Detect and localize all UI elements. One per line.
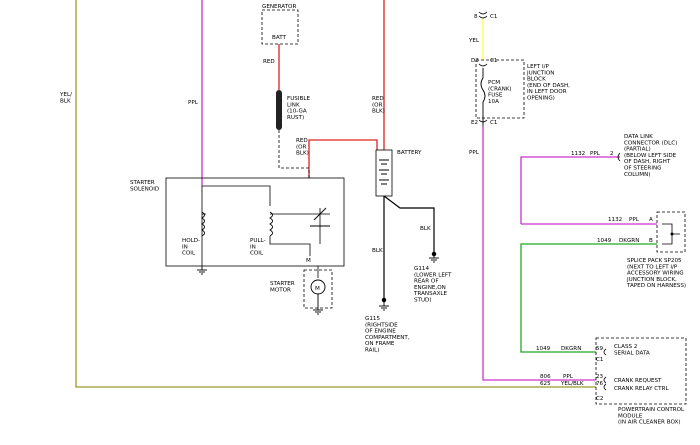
- c1-top-connector-icon: [478, 11, 488, 19]
- c2-pcm-label: C2: [596, 396, 603, 402]
- battery-cells-icon: [379, 159, 389, 185]
- c1-e2-label: C1: [490, 120, 498, 126]
- g115-ground-icon: [379, 297, 389, 311]
- pcm-pin-59: 59: [596, 346, 604, 352]
- pcm-color-23: PPL: [563, 374, 574, 380]
- pcm-connector-icon: [603, 348, 607, 391]
- pcm-circuit-59: 1049: [536, 346, 551, 352]
- dlc-pin: 2: [610, 151, 614, 157]
- yel-blk-left-label: YEL/BLK: [59, 92, 72, 104]
- e2-label: E2: [471, 120, 478, 126]
- pcm-pin-23: 23: [596, 374, 604, 380]
- m-terminal-label: M: [306, 258, 311, 264]
- splice-pin-a: A: [649, 217, 653, 223]
- batt-label: BATT: [272, 35, 287, 41]
- crank-request-label: CRANK REQUEST: [614, 378, 662, 384]
- c1-top-label: C1: [490, 14, 498, 20]
- pcm-color-59: DKGRN: [561, 346, 581, 352]
- junction-block-box: [475, 59, 525, 119]
- blk-g115-label: BLK: [372, 248, 383, 254]
- dlc-color: PPL: [590, 151, 601, 157]
- pull-in-coil-icon: [269, 211, 273, 237]
- ppl-wire-dlc: [520, 156, 620, 224]
- g114-ground-icon: [429, 251, 439, 263]
- fusible-link-icon: [276, 90, 282, 130]
- solenoid-contact-icon: [313, 207, 327, 221]
- blk-wire-g114: [383, 195, 435, 254]
- red-wire-solenoid: [308, 139, 378, 178]
- splice-circuit-b: 1049: [597, 238, 612, 244]
- yel-blk-wire: [75, 0, 596, 388]
- ppl-vertical-label: PPL: [469, 150, 480, 156]
- ppl-wire-crank: [482, 126, 596, 381]
- splice-color-a: PPL: [629, 217, 640, 223]
- pcm-color-76: YEL/BLK: [560, 381, 584, 387]
- generator-box: [261, 9, 299, 45]
- dlc-connector-icon: [617, 152, 621, 162]
- fuse-icon: [480, 68, 486, 126]
- splice-color-b: DKGRN: [619, 238, 639, 244]
- red-generator-label: RED: [263, 59, 275, 65]
- splice-node-icon: [670, 232, 674, 236]
- battery-symbol: [375, 149, 393, 197]
- yel-label: YEL: [468, 38, 480, 44]
- splice-pack-box: [656, 211, 686, 253]
- pcm-circuit-76: 625: [540, 381, 551, 387]
- d3-label: D3: [471, 58, 479, 64]
- generator-label: GENERATOR: [262, 4, 296, 10]
- crank-relay-ctrl-label: CRANK RELAY CTRL: [614, 386, 669, 392]
- splice-pin-b: B: [649, 238, 653, 244]
- starter-solenoid-box: [165, 177, 345, 267]
- c1-d3-label: C1: [490, 58, 498, 64]
- pcm-circuit-23: 806: [540, 374, 551, 380]
- pcm-pin-76: 76: [596, 381, 604, 387]
- dlc-circuit: 1132: [571, 151, 585, 157]
- fusible-link-lead: [278, 130, 310, 178]
- pin-8-label: 8: [474, 14, 478, 20]
- solenoid-ground-icon: [197, 266, 207, 275]
- pcm-box: [595, 337, 687, 405]
- battery-label: BATTERY: [397, 150, 422, 156]
- dkgrn-wire: [520, 243, 657, 353]
- hold-in-coil-icon: [201, 211, 205, 237]
- ppl-left-label: PPL: [188, 100, 199, 106]
- motor-symbol: M: [315, 286, 320, 292]
- c1-pcm-label: C1: [596, 357, 604, 363]
- motor-ground-icon: [313, 294, 323, 315]
- blk-g114-label: BLK: [420, 226, 431, 232]
- splice-circuit-a: 1132: [608, 217, 622, 223]
